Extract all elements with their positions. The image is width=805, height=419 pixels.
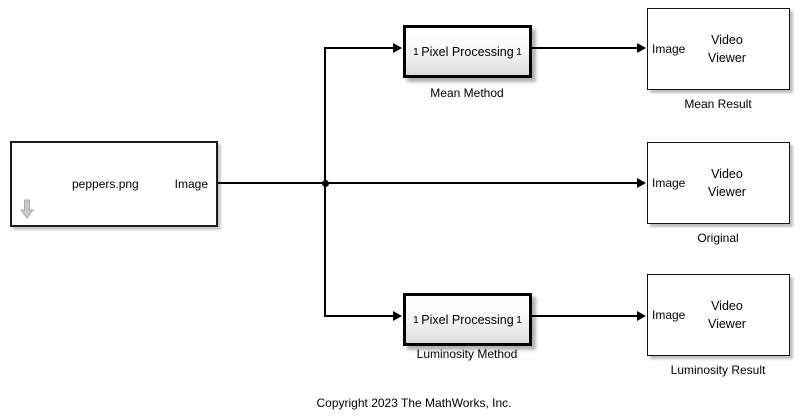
- pixel-processing-in-port-number: 1: [413, 45, 419, 58]
- block-caption-luminosity-result: Luminosity Result: [670, 363, 766, 377]
- arrowhead-mean-method-input: [393, 42, 402, 53]
- block-caption-mean-result: Mean Result: [684, 97, 752, 111]
- arrowhead-original-viewer-input: [637, 177, 646, 188]
- pixel-processing-out-port-number: 1: [516, 45, 522, 58]
- video-viewer-title-line1: Video: [711, 166, 743, 181]
- pixel-processing-title: Pixel Processing: [421, 312, 514, 327]
- block-caption-original: Original: [697, 231, 739, 245]
- signal-line-source-to-junction[interactable]: [218, 182, 328, 184]
- video-viewer-title: Video Viewer: [708, 31, 746, 67]
- pixel-processing-out-port-number: 1: [516, 313, 522, 326]
- video-viewer-title-line2: Viewer: [707, 51, 746, 65]
- video-viewer-title-line2: Viewer: [707, 317, 746, 331]
- arrowhead-mean-result-input: [637, 42, 646, 53]
- block-caption-luminosity-method: Luminosity Method: [416, 347, 518, 361]
- block-caption-mean-method: Mean Method: [430, 86, 504, 100]
- arrowhead-luminosity-method-input: [393, 310, 402, 321]
- video-viewer-title-line2: Viewer: [707, 185, 746, 199]
- signal-line-to-mean-method[interactable]: [324, 47, 394, 49]
- video-viewer-title: Video Viewer: [708, 297, 746, 333]
- signal-line-to-luminosity-method[interactable]: [324, 315, 394, 317]
- signal-line-luminosity-method-to-viewer[interactable]: [532, 315, 637, 317]
- video-viewer-inport-label: Image: [652, 308, 686, 322]
- video-viewer-inport-label: Image: [652, 176, 686, 190]
- video-viewer-title-line1: Video: [711, 32, 743, 47]
- signal-line-mean-method-to-viewer[interactable]: [532, 47, 637, 49]
- video-viewer-inport-label: Image: [652, 42, 686, 56]
- pixel-processing-title: Pixel Processing: [421, 44, 514, 59]
- image-source-filename: peppers.png: [72, 177, 139, 191]
- pixel-processing-in-port-number: 1: [413, 313, 419, 326]
- video-viewer-title: Video Viewer: [708, 165, 746, 201]
- copyright-annotation: Copyright 2023 The MathWorks, Inc.: [316, 396, 512, 410]
- image-source-output-port-label: Image: [174, 177, 208, 191]
- pixel-processing-block-luminosity[interactable]: 1 Pixel Processing 1: [403, 293, 532, 346]
- video-viewer-block-luminosity-result[interactable]: Image Video Viewer: [647, 274, 790, 356]
- video-viewer-block-mean-result[interactable]: Image Video Viewer: [647, 8, 790, 90]
- arrowhead-luminosity-result-input: [637, 310, 646, 321]
- image-source-block[interactable]: peppers.png Image: [10, 141, 218, 227]
- signal-line-to-original-viewer[interactable]: [324, 182, 637, 184]
- video-viewer-block-original[interactable]: Image Video Viewer: [647, 142, 790, 224]
- pixel-processing-block-mean[interactable]: 1 Pixel Processing 1: [403, 25, 532, 78]
- video-viewer-title-line1: Video: [711, 298, 743, 313]
- import-arrow-icon: [20, 199, 34, 219]
